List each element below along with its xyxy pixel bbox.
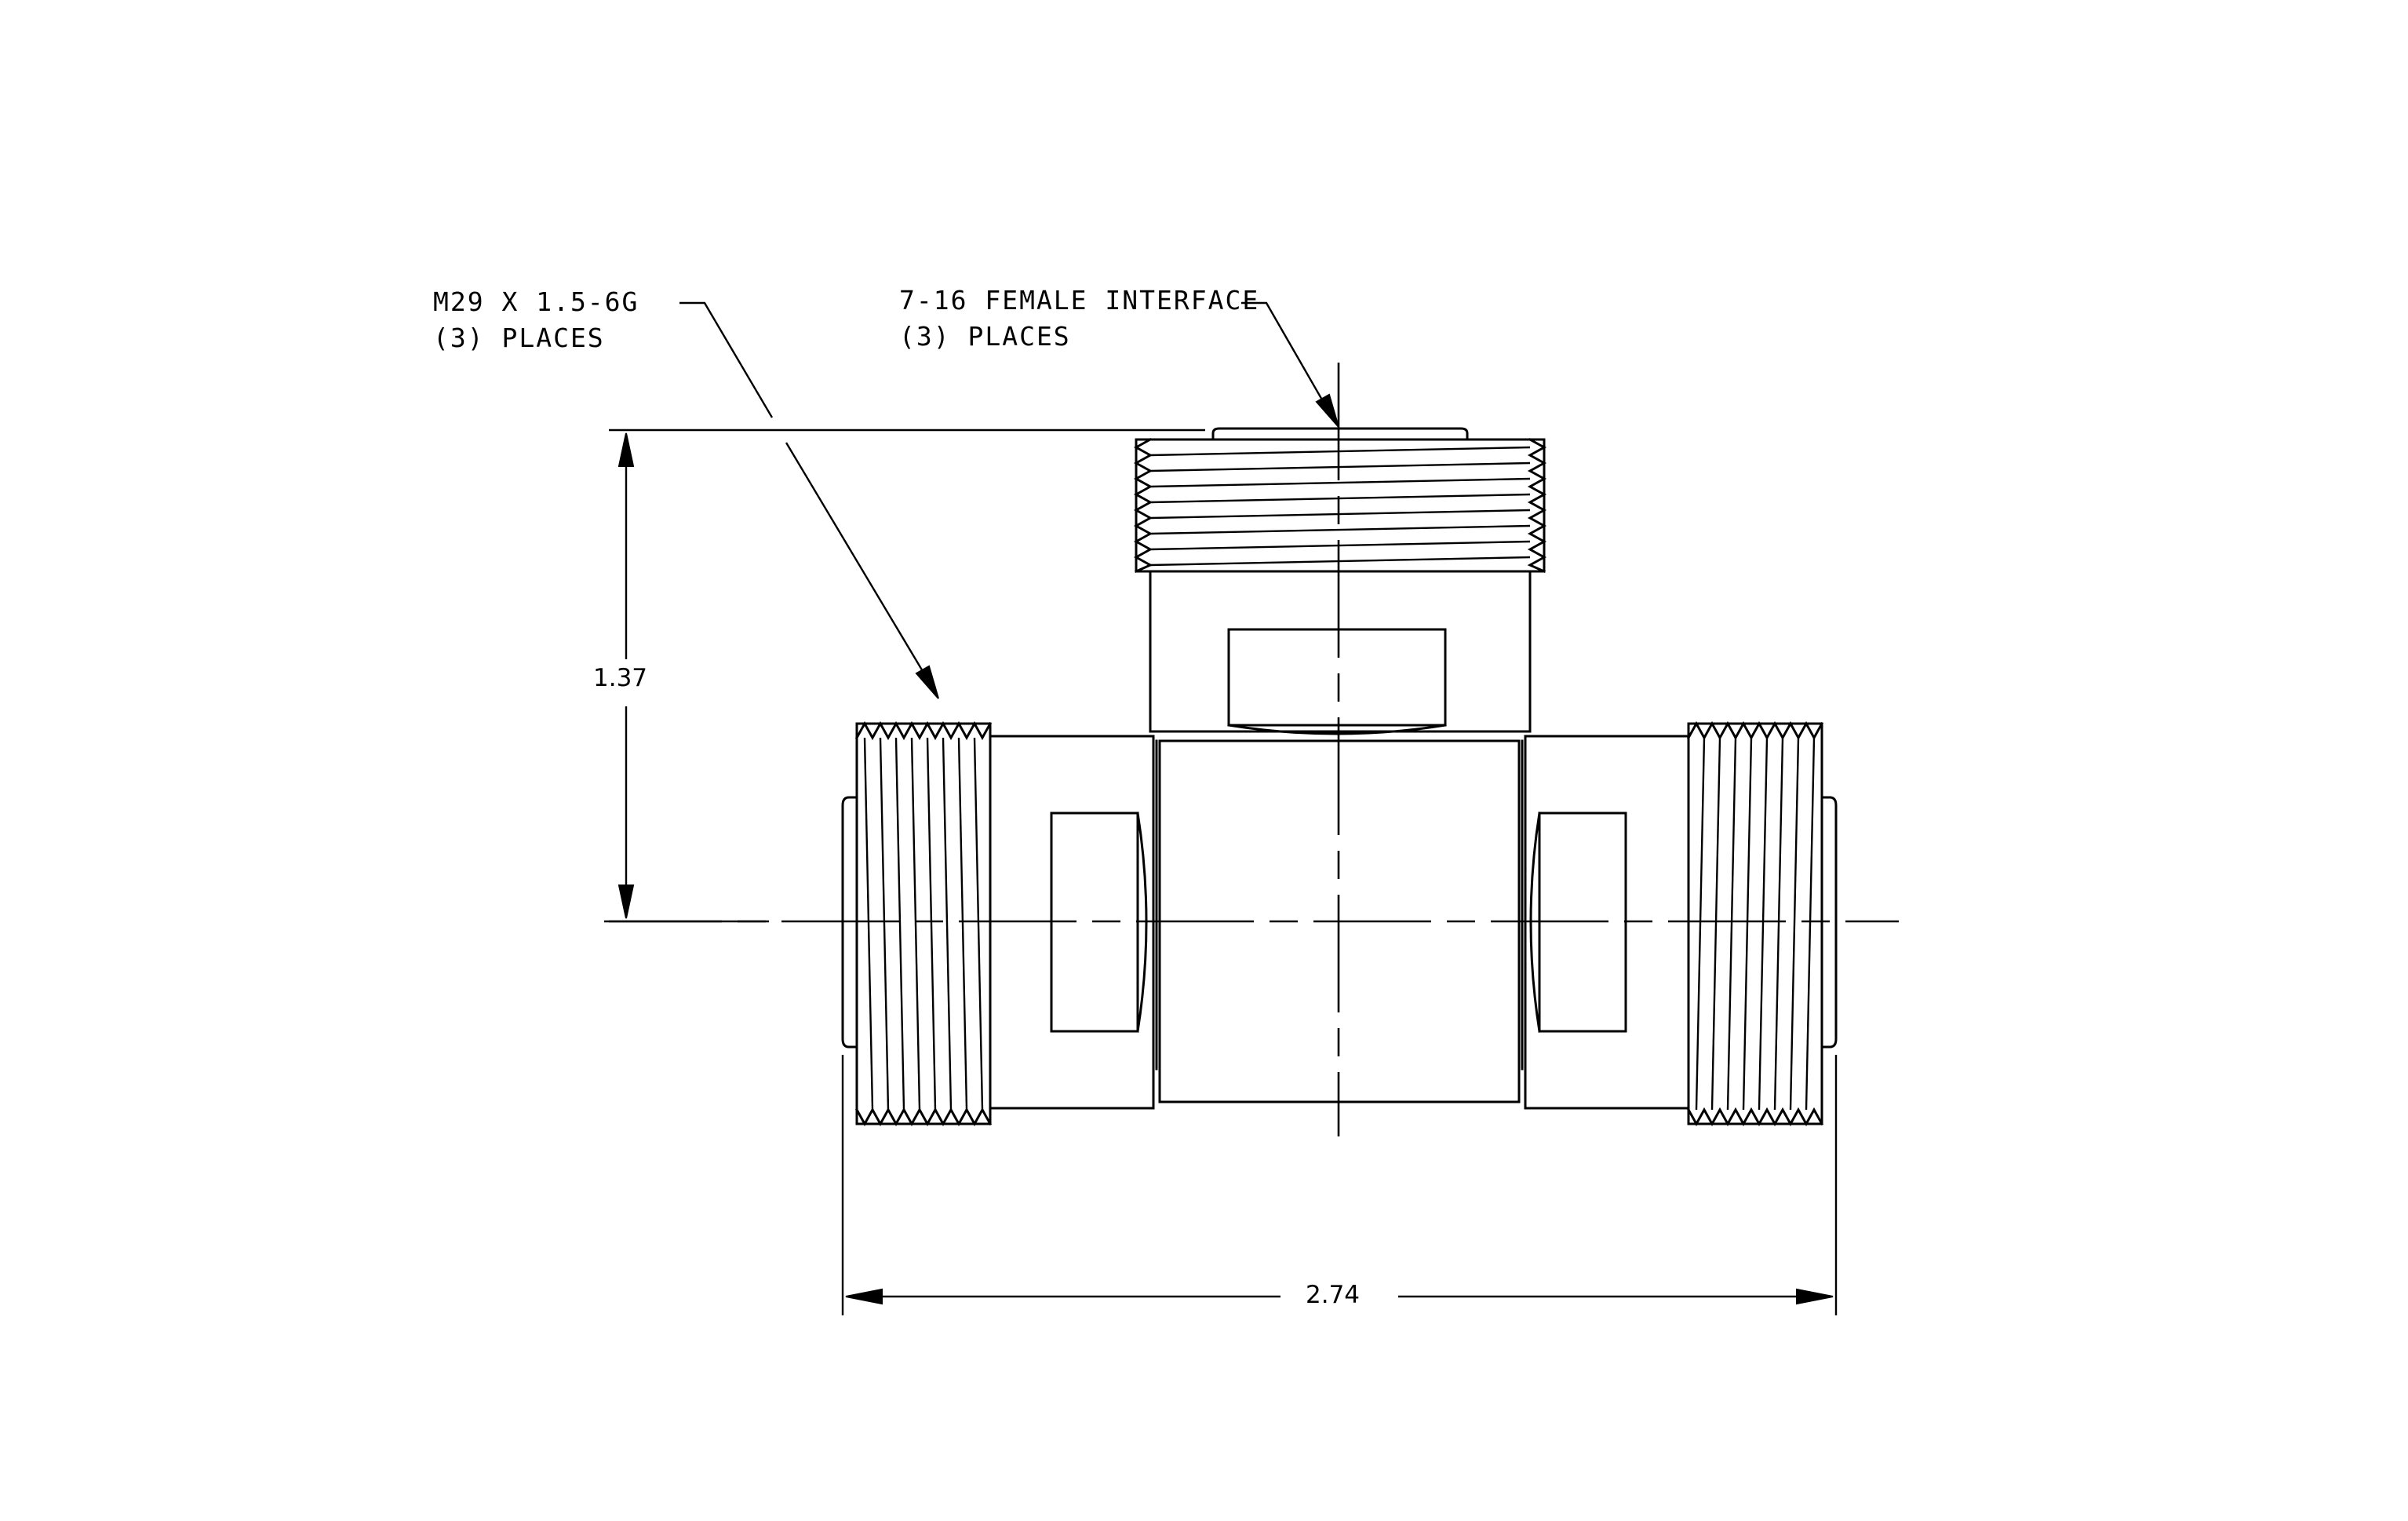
thread-leader <box>679 301 939 699</box>
interface-callout: 7-16 FEMALE INTERFACE (3) PLACES <box>899 283 1259 355</box>
width-arrow-right <box>1796 1288 1834 1305</box>
interface-leader <box>1241 301 1339 428</box>
height-dimension-label: 1.37 <box>587 664 654 692</box>
thread-callout: M29 X 1.5-6G (3) PLACES <box>433 284 639 356</box>
width-dimension <box>841 1055 1838 1315</box>
thread-callout-line1: M29 X 1.5-6G <box>433 286 639 317</box>
right-port <box>1524 720 1838 1127</box>
left-port <box>841 720 1155 1127</box>
height-arrow-bottom <box>617 885 635 919</box>
interface-leader-arrow <box>1315 393 1339 428</box>
width-arrow-left <box>845 1288 883 1305</box>
width-dimension-label: 2.74 <box>1299 1281 1367 1309</box>
central-body <box>1158 739 1521 1103</box>
top-port <box>1133 427 1547 735</box>
height-arrow-top <box>617 432 635 467</box>
interface-callout-line2: (3) PLACES <box>899 321 1071 352</box>
thread-callout-line2: (3) PLACES <box>433 323 605 353</box>
thread-leader-arrow <box>915 665 939 699</box>
interface-callout-line1: 7-16 FEMALE INTERFACE <box>899 285 1260 316</box>
height-dimension <box>609 429 1205 923</box>
